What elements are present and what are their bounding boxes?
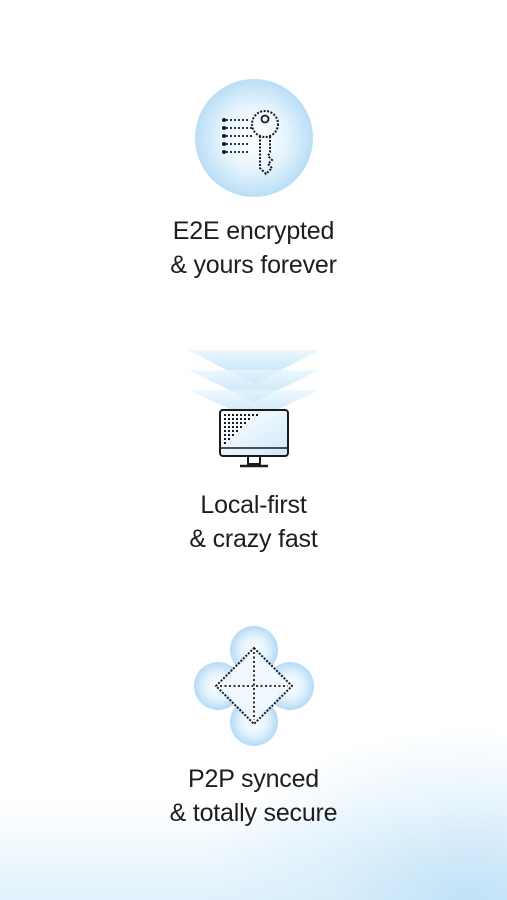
key-icon bbox=[192, 76, 316, 200]
feature-encryption-caption: E2E encrypted & yours forever bbox=[0, 214, 507, 282]
feature-encryption-subtitle: & yours forever bbox=[170, 251, 337, 279]
feature-p2p-subtitle: & totally secure bbox=[169, 799, 338, 827]
feature-local-first-title: Local-first bbox=[200, 491, 307, 519]
feature-p2p-caption: P2P synced & totally secure bbox=[0, 762, 507, 830]
computer-monitor-icon bbox=[184, 350, 324, 474]
feature-local-first-subtitle: & crazy fast bbox=[189, 525, 318, 553]
feature-encryption-title: E2E encrypted bbox=[172, 217, 335, 245]
p2p-network-icon bbox=[192, 624, 316, 748]
feature-p2p-title: P2P synced bbox=[188, 765, 319, 793]
feature-local-first-caption: Local-first & crazy fast bbox=[0, 488, 507, 556]
